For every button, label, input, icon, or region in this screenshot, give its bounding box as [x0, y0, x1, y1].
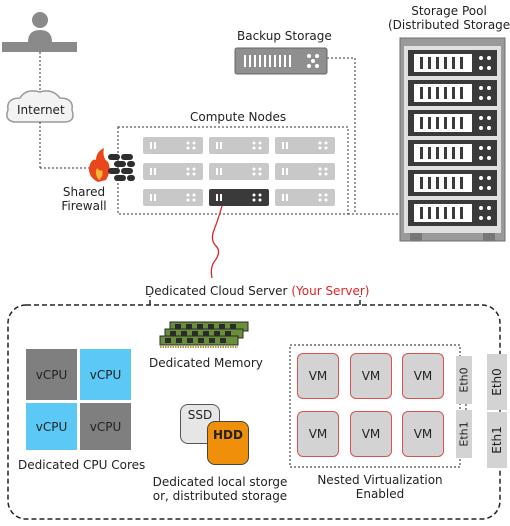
compute-nodes-boundary	[117, 126, 349, 215]
storage-pool-rack-icon	[399, 37, 506, 242]
firewall-label: Shared Firewall	[56, 185, 112, 213]
eth0-inner-port: Eth0	[456, 356, 472, 404]
cloud-icon	[6, 90, 74, 123]
internet-label: Internet	[17, 103, 65, 117]
your-server-node	[209, 189, 269, 206]
server-detail-boundary	[7, 304, 501, 520]
eth1-inner-port: Eth1	[456, 410, 472, 458]
compute-nodes-label: Compute Nodes	[190, 110, 287, 124]
dedicated-server-title: Dedicated Cloud Server	[145, 284, 288, 298]
your-server-highlight: (Your Server)	[291, 284, 370, 298]
firewall-label-line2: Firewall	[61, 199, 107, 213]
flame-icon	[89, 148, 110, 182]
user-icon	[2, 12, 77, 52]
storage-label: Dedicated local storge or, distributed s…	[150, 475, 290, 503]
firewall-icon	[108, 154, 135, 181]
virtualization-boundary	[289, 344, 461, 468]
eth1-outer-port: Eth1	[487, 412, 507, 468]
dedicated-server-label: Dedicated Cloud Server (Your Server)	[145, 284, 369, 298]
vm-1: VM	[297, 353, 339, 399]
vcpu-core-3: vCPU	[26, 403, 77, 450]
virtualization-label-line1: Nested Virtualization	[317, 473, 443, 487]
firewall-label-line1: Shared	[62, 185, 106, 199]
memory-icon	[159, 321, 249, 348]
storage-pool-title: Storage Pool	[411, 4, 487, 18]
server-pointer	[210, 205, 223, 279]
storage-label-line2: or, distributed storage	[152, 489, 288, 503]
hdd-drive: HDD	[207, 421, 249, 465]
backup-storage-label: Backup Storage	[237, 29, 332, 43]
cpu-cores-label: Dedicated CPU Cores	[18, 458, 146, 472]
compute-servers	[143, 137, 335, 206]
eth1-outer-label: Eth1	[490, 426, 504, 454]
backup-link	[275, 57, 356, 214]
vm-5: VM	[350, 411, 392, 457]
vm-3: VM	[402, 353, 444, 399]
vcpu-core-2: vCPU	[80, 349, 131, 400]
vm-2: VM	[350, 353, 392, 399]
memory-label: Dedicated Memory	[149, 356, 263, 370]
vcpu-core-4: vCPU	[80, 403, 131, 450]
storage-pool-label: Storage Pool (Distributed Storage)	[388, 4, 510, 32]
vm-6: VM	[402, 411, 444, 457]
eth0-outer-label: Eth0	[490, 368, 504, 396]
storage-pool-subtitle: (Distributed Storage)	[388, 18, 510, 32]
backup-storage-icon	[234, 47, 328, 75]
virtualization-label-line2: Enabled	[355, 487, 405, 501]
eth1-inner-label: Eth1	[457, 421, 471, 447]
eth0-outer-port: Eth0	[487, 354, 507, 410]
virtualization-label: Nested Virtualization Enabled	[310, 473, 450, 501]
storage-label-line1: Dedicated local storge	[152, 475, 288, 489]
vm-4: VM	[297, 411, 339, 457]
eth0-inner-label: Eth0	[457, 367, 471, 393]
vcpu-core-1: vCPU	[26, 349, 77, 400]
